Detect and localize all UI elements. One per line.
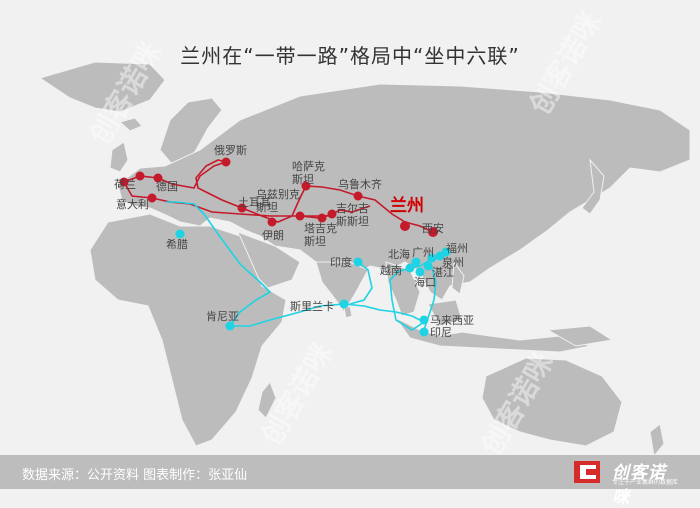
city-label-zhanjiang: 湛江 [432,266,454,279]
city-dot-indonesia [419,327,429,337]
city-dot-beihai [411,257,421,267]
city-label-kyrgyzstan: 吉尔吉斯斯坦 [336,202,369,228]
city-dot-lanzhou [400,221,410,231]
data-source-text: 数据来源：公开资料 图表制作：张亚仙 [22,468,248,483]
city-label-italy: 意大利 [116,198,149,211]
city-dot-turkey [237,203,247,213]
city-label-turkey: 土耳其 [238,196,271,209]
city-label-beihai: 北海 [388,248,410,261]
city-label-urumqi: 乌鲁木齐 [338,178,382,191]
australia-land [481,357,623,447]
srilanka-land [343,305,353,319]
city-dot-italy [147,193,157,203]
city-label-lanzhou: 兰州 [390,196,424,216]
map-title: 兰州在“一带一路”格局中“坐中六联” [180,44,520,68]
brand-tagline: 专注于产业集群的数据库 [612,479,679,486]
city-dot-germany [153,173,163,183]
india-land [315,261,369,313]
city-label-tajikistan: 塔吉克斯坦 [304,222,337,248]
city-dot-urumqi [353,191,363,201]
city-dot-zhanjiang [423,261,433,271]
philippines-land [451,260,465,295]
city-dot-tajikistan [317,213,327,223]
city-label-greece: 希腊 [166,238,188,251]
newguinea-land [546,325,614,347]
city-label-germany: 德国 [156,180,178,193]
footer-bar: 数据来源：公开资料 图表制作：张亚仙 创客诺咪 专注于产业集群的数据库 [0,455,700,508]
city-dot-haikou [415,267,425,277]
city-label-india: 印度 [330,256,352,269]
city-label-srilanka: 斯里兰卡 [290,300,334,313]
eurasia-land [117,83,691,303]
city-dot-greece [175,229,185,239]
city-label-quanzhou: 泉州 [442,256,464,269]
city-dot-germany-2 [135,171,145,181]
city-dot-uzbekistan [295,211,305,221]
road-route-india [349,261,373,305]
city-dot-russia [221,157,231,167]
world-map: 创客诺咪 创客诺咪 创客诺咪 创客诺咪 [38,61,691,458]
city-label-guangzhou: 广州 [412,246,434,259]
city-label-uzbekistan: 乌兹别克斯坦 [256,188,300,214]
city-dot-vietnam [405,263,415,273]
city-label-russia: 俄罗斯 [214,144,247,157]
city-dot-kyrgyzstan [327,209,337,219]
city-label-indonesia: 印尼 [430,326,452,339]
madagascar-land [257,381,277,419]
borneo-land [427,299,463,327]
newzealand-land [649,423,665,458]
city-label-xian: 西安 [422,222,444,235]
city-label-kenya: 肯尼亚 [206,310,239,323]
brand-logo: 创客诺咪 专注于产业集群的数据库 [572,457,678,508]
city-label-kazakhstan: 哈萨克斯坦 [292,160,325,186]
japan-land [581,158,605,215]
city-label-netherlands: 荷兰 [114,178,136,191]
city-label-fuzhou: 福州 [446,242,468,255]
city-dot-srilanka [339,299,349,309]
city-dot-fuzhou [441,247,451,257]
city-dot-malaysia [419,315,429,325]
africa-land [89,213,287,447]
brand-mark-icon [574,461,600,483]
city-dot-xian [428,227,438,237]
city-label-malaysia: 马来西亚 [430,314,474,327]
city-dot-kazakhstan [301,181,311,191]
city-label-iran: 伊朗 [262,229,284,242]
city-label-haikou: 海口 [414,276,436,289]
iceland-land [118,117,143,132]
city-dot-kenya [225,321,235,331]
greenland-land [38,61,166,113]
city-dot-india [353,257,363,267]
city-dot-guangzhou [427,253,437,263]
city-dot-netherlands [119,177,129,187]
city-label-vietnam: 越南 [380,264,402,277]
city-dot-iran [267,217,277,227]
britain-land [109,141,129,173]
